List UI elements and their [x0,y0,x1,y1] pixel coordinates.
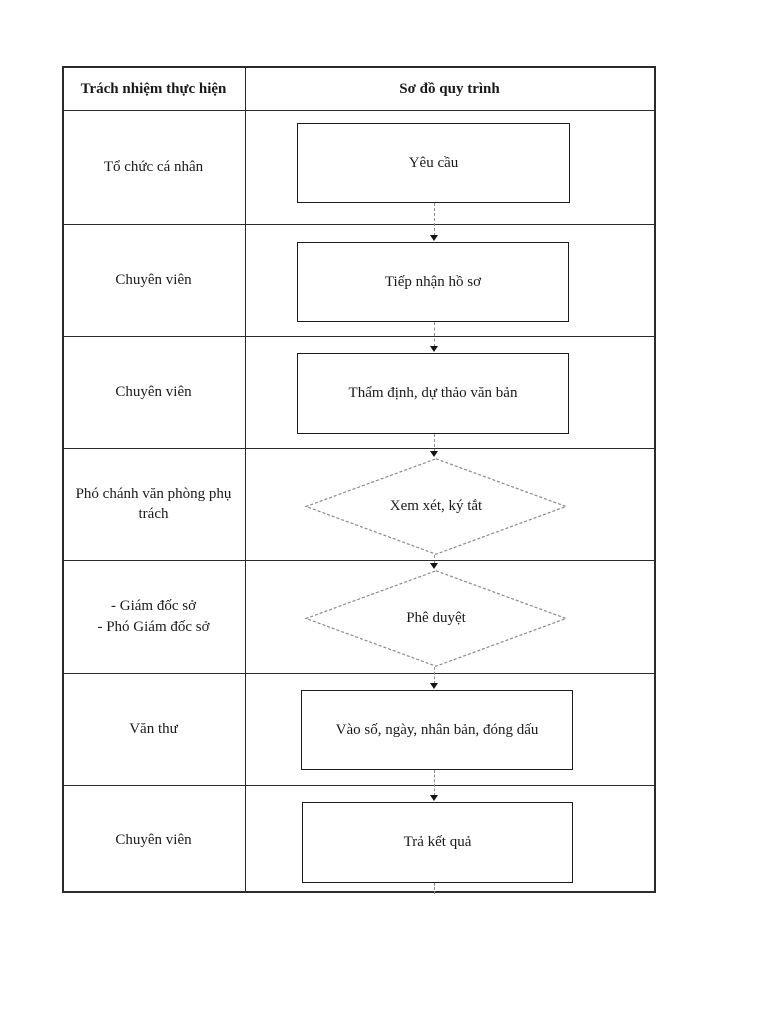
flow-decision-xem-xet: Xem xét, ký tắt [305,458,567,555]
flow-arrow [430,434,439,457]
responsibility-cell: Văn thư [129,720,178,737]
header-diagram: Sơ đồ quy trình [399,80,500,97]
flow-arrow [430,322,439,352]
column-divider-line [245,68,246,891]
row-border-line [64,224,654,225]
flow-arrow [430,770,439,801]
row-border-line [64,673,654,674]
header-responsibility: Trách nhiệm thực hiện [80,80,227,97]
diamond-shape [305,458,567,555]
responsibility-cell: Phó chánh văn phòng phụ trách [75,485,232,522]
arrow-line [434,667,435,684]
row-border-line [64,110,654,111]
arrow-line [434,434,435,452]
row-border-line [64,448,654,449]
arrowhead-icon [430,451,438,457]
flow-step-vao-so: Vào số, ngày, nhân bản, đóng dấu [301,690,573,770]
flow-decision-phe-duyet: Phê duyệt [305,570,567,667]
arrow-line [434,322,435,347]
row-border-line [64,336,654,337]
flow-tail-line [430,883,439,894]
flow-step-tham-dinh: Thẩm định, dự thảo văn bản [297,353,569,434]
flow-step-tiep-nhan-ho-so: Tiếp nhận hồ sơ [297,242,569,322]
arrowhead-icon [430,346,438,352]
flow-arrow [430,555,439,569]
diamond-label: Xem xét, ký tắt [389,498,483,514]
flow-step-yeu-cau: Yêu cầu [297,123,570,203]
arrowhead-icon [430,795,438,801]
process-table: Trách nhiệm thực hiện Sơ đồ quy trình Tổ… [62,66,656,894]
arrow-line [434,555,435,564]
row-border-line [64,785,654,786]
diamond-shape [305,570,567,667]
responsibility-cell: Chuyên viên [115,831,192,848]
arrow-line [434,883,435,894]
arrowhead-icon [430,563,438,569]
responsibility-cell: - Giám đốc sở - Phó Giám đốc sở [97,598,210,635]
responsibility-cell: Chuyên viên [115,271,192,288]
responsibility-cell: Chuyên viên [115,383,192,400]
arrow-line [434,770,435,796]
responsibility-cell: Tổ chức cá nhân [103,158,204,175]
flow-arrow [430,667,439,689]
flow-arrow [430,203,439,241]
arrow-line [434,203,435,236]
arrowhead-icon [430,235,438,241]
row-border-line [64,560,654,561]
flow-step-tra-ket-qua: Trả kết quả [302,802,573,883]
arrowhead-icon [430,683,438,689]
diamond-label: Phê duyệt [406,610,466,626]
